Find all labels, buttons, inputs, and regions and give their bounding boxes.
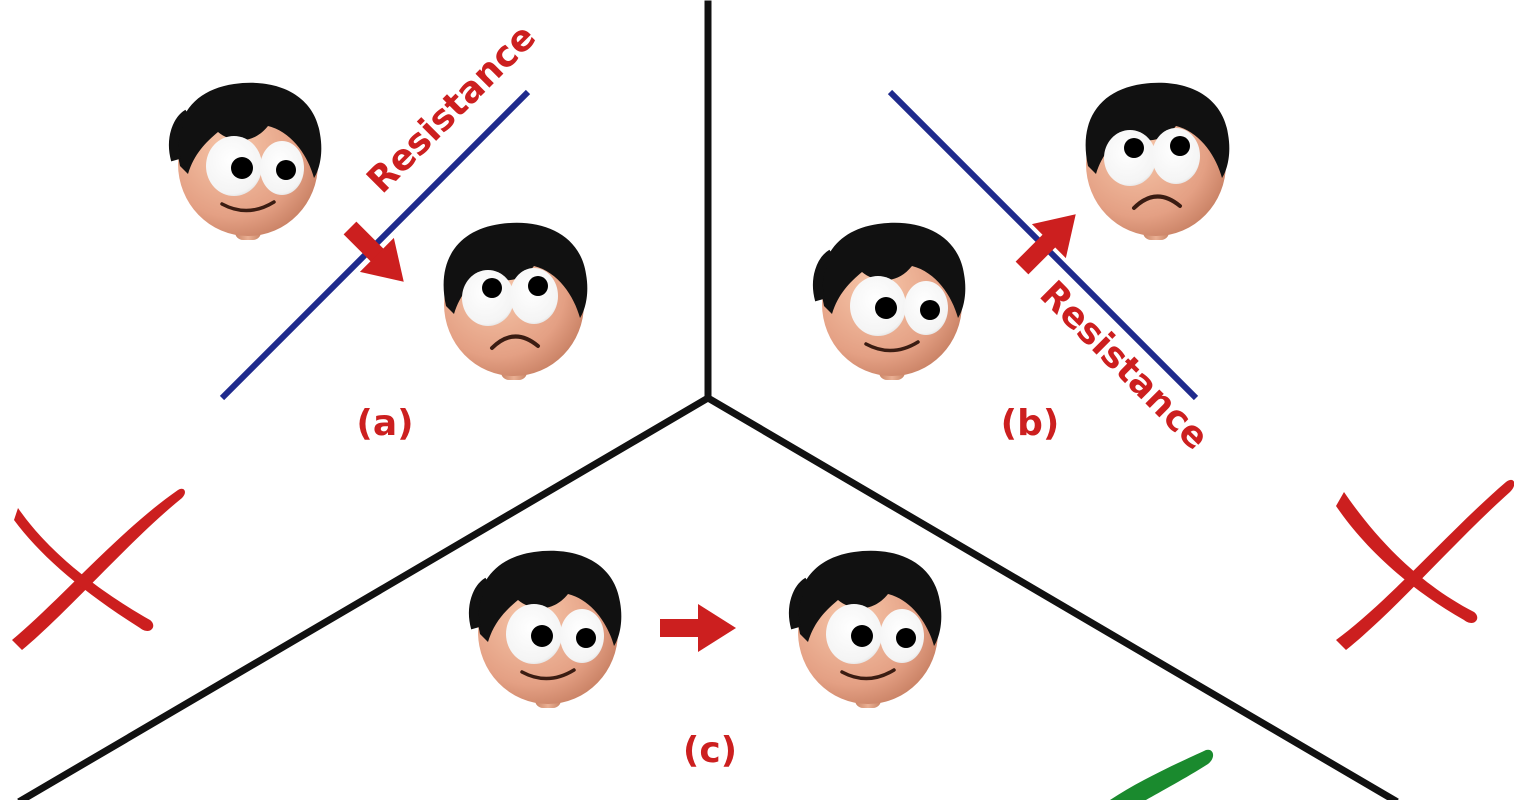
cross-mark-left — [12, 488, 185, 650]
arrow-b — [1005, 197, 1093, 285]
panel-b: Resistance (b) — [818, 80, 1232, 458]
sad-face-a — [441, 220, 590, 382]
divider-right — [703, 393, 1399, 800]
arrow-a — [333, 211, 421, 299]
happy-face-b — [818, 223, 965, 380]
happy-face-c2 — [794, 551, 941, 708]
panel-c: (c) — [474, 551, 941, 771]
caption-a: (a) — [356, 403, 413, 444]
check-mark — [1110, 749, 1214, 800]
happy-face-a — [174, 83, 321, 240]
cross-mark-right — [1336, 479, 1514, 650]
divider-left — [17, 393, 713, 800]
panel-a: Resistance (a) — [174, 17, 590, 444]
happy-face-c1 — [474, 551, 621, 708]
caption-b: (b) — [1001, 403, 1060, 444]
sad-face-b — [1083, 80, 1232, 242]
resistance-label-a: Resistance — [359, 17, 544, 202]
divider-lines — [17, 0, 1399, 800]
caption-c: (c) — [683, 730, 737, 771]
arrow-c — [660, 604, 736, 652]
